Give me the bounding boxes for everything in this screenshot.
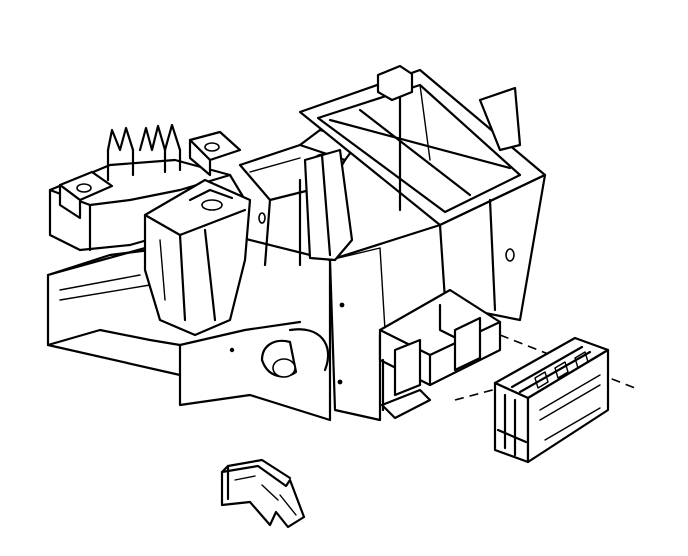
direction-arrow [220, 458, 306, 529]
mounting-bracket [258, 64, 547, 422]
instrument-panel-carrier [46, 123, 362, 422]
installation-guide-lines [454, 334, 636, 401]
electronic-module [493, 336, 610, 464]
